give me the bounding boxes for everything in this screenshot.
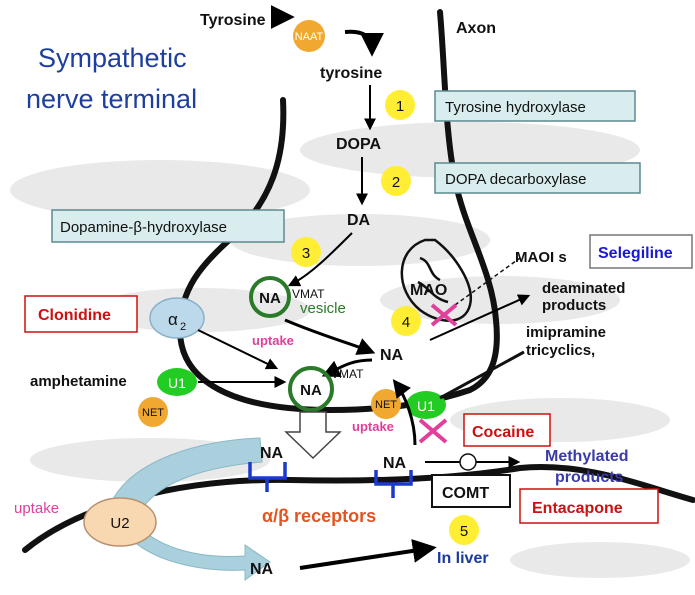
na-cleft-left-label: NA bbox=[260, 445, 284, 462]
net-right-label: NET bbox=[375, 399, 397, 411]
u2-label: U2 bbox=[110, 515, 129, 532]
svg-text:3: 3 bbox=[302, 245, 310, 262]
uptake-right-label: uptake bbox=[352, 419, 394, 434]
entacapone-label: Entacapone bbox=[532, 500, 623, 517]
liver-arrow bbox=[299, 539, 437, 570]
u2-transporter bbox=[83, 497, 157, 547]
tyrosine-outside-label: Tyrosine bbox=[200, 12, 266, 29]
arrow-na-to-vesicle-mid bbox=[321, 358, 373, 378]
deaminated-line1: deaminated bbox=[542, 280, 625, 297]
title-line1: Sympathetic bbox=[38, 43, 187, 73]
naat-label: NAAT bbox=[295, 31, 324, 43]
dopamine-beta-hydroxylase-label: Dopamine-β-hydroxylase bbox=[60, 219, 227, 236]
svg-text:5: 5 bbox=[460, 523, 468, 540]
methylated-line1: Methylated bbox=[545, 448, 629, 465]
naat-transporter bbox=[293, 20, 325, 52]
u1-right-transporter bbox=[406, 391, 446, 419]
maois-label: MAOI s bbox=[515, 249, 567, 266]
deaminated-arrow bbox=[429, 294, 531, 341]
step-3-marker bbox=[291, 237, 321, 267]
arrow-da-vesicle bbox=[287, 232, 353, 287]
u1-left-label: U1 bbox=[168, 375, 186, 391]
vmat-mid-label: VMAT bbox=[331, 367, 364, 381]
clonidine-box bbox=[24, 295, 138, 333]
axon-label: Axon bbox=[456, 20, 496, 37]
na-bottom-label: NA bbox=[250, 561, 274, 578]
uptake-left-inner-label: uptake bbox=[252, 333, 294, 348]
postsynaptic-receptors bbox=[248, 462, 413, 498]
tyrosine-hydroxylase-label: Tyrosine hydroxylase bbox=[445, 99, 586, 116]
cocaine-block-x bbox=[418, 418, 448, 444]
mao-label: MAO bbox=[410, 282, 447, 299]
arrow-vesicle-to-na bbox=[284, 318, 376, 355]
na-vesicle-mid-label: NA bbox=[300, 382, 322, 399]
tyrosine-inside-label: tyrosine bbox=[320, 65, 382, 82]
step-5-marker bbox=[449, 515, 479, 545]
net-left-transporter bbox=[138, 397, 168, 427]
deaminated-line2: products bbox=[542, 297, 606, 314]
da-label: DA bbox=[347, 212, 371, 229]
selegiline-box bbox=[589, 234, 693, 269]
alpha2-subscript: 2 bbox=[180, 321, 186, 333]
maoi-dashed-line bbox=[454, 257, 521, 306]
svg-text:4: 4 bbox=[402, 314, 410, 331]
uptake-right-arrow bbox=[392, 379, 417, 446]
comt-box bbox=[431, 474, 511, 508]
dopamine-beta-hydroxylase-box bbox=[51, 209, 285, 243]
imipramine-line1: imipramine bbox=[526, 324, 606, 341]
tyrosine-hydroxylase-box bbox=[434, 90, 636, 122]
receptors-label: α/β receptors bbox=[262, 506, 376, 526]
title-line2: nerve terminal bbox=[26, 84, 197, 114]
alpha2-receptor bbox=[149, 297, 205, 339]
u1-right-label: U1 bbox=[417, 398, 435, 414]
na-cytoplasm-label: NA bbox=[380, 347, 404, 364]
na-cleft-right-label: NA bbox=[383, 455, 407, 472]
na-vesicle-top-label: NA bbox=[259, 290, 281, 307]
dopa-decarboxylase-label: DOPA decarboxylase bbox=[445, 171, 586, 188]
receptor-right bbox=[374, 470, 413, 498]
comt-label: COMT bbox=[442, 485, 489, 502]
net-left-label: NET bbox=[142, 407, 164, 419]
dopa-decarboxylase-box bbox=[434, 162, 641, 194]
release-arrow bbox=[284, 411, 342, 460]
cocaine-box bbox=[463, 413, 551, 447]
clonidine-label: Clonidine bbox=[38, 307, 111, 324]
receptor-left bbox=[248, 462, 287, 492]
vesicle-label: vesicle bbox=[300, 300, 346, 317]
amphetamine-label: amphetamine bbox=[30, 373, 127, 390]
in-liver-label: In liver bbox=[437, 550, 489, 567]
step-2-marker bbox=[381, 166, 411, 196]
step-markers: 1 2 3 4 5 bbox=[291, 90, 479, 545]
cocaine-label: Cocaine bbox=[472, 424, 534, 441]
alpha2-inhibit-arrow bbox=[197, 329, 279, 370]
imipramine-line2: tricyclics, bbox=[526, 342, 595, 359]
methylated-line2: products bbox=[555, 469, 624, 486]
step-4-marker bbox=[391, 306, 421, 336]
svg-text:2: 2 bbox=[392, 174, 400, 191]
vesicle-mid bbox=[288, 366, 334, 412]
uptake-outer-label: uptake bbox=[14, 500, 59, 517]
alpha2-symbol: α bbox=[168, 310, 178, 329]
imipramine-pointer bbox=[439, 350, 525, 400]
vesicle-top bbox=[249, 276, 291, 318]
comt-valve bbox=[459, 453, 477, 471]
entacapone-box bbox=[519, 488, 659, 524]
svg-text:1: 1 bbox=[396, 98, 404, 115]
naat-curve-arrow bbox=[344, 29, 384, 57]
vmat-top-label: VMAT bbox=[292, 287, 325, 301]
mao-block-x bbox=[430, 303, 458, 327]
dopa-label: DOPA bbox=[336, 136, 381, 153]
step-1-marker bbox=[385, 90, 415, 120]
selegiline-label: Selegiline bbox=[598, 245, 673, 262]
u1-left-transporter bbox=[157, 368, 197, 396]
